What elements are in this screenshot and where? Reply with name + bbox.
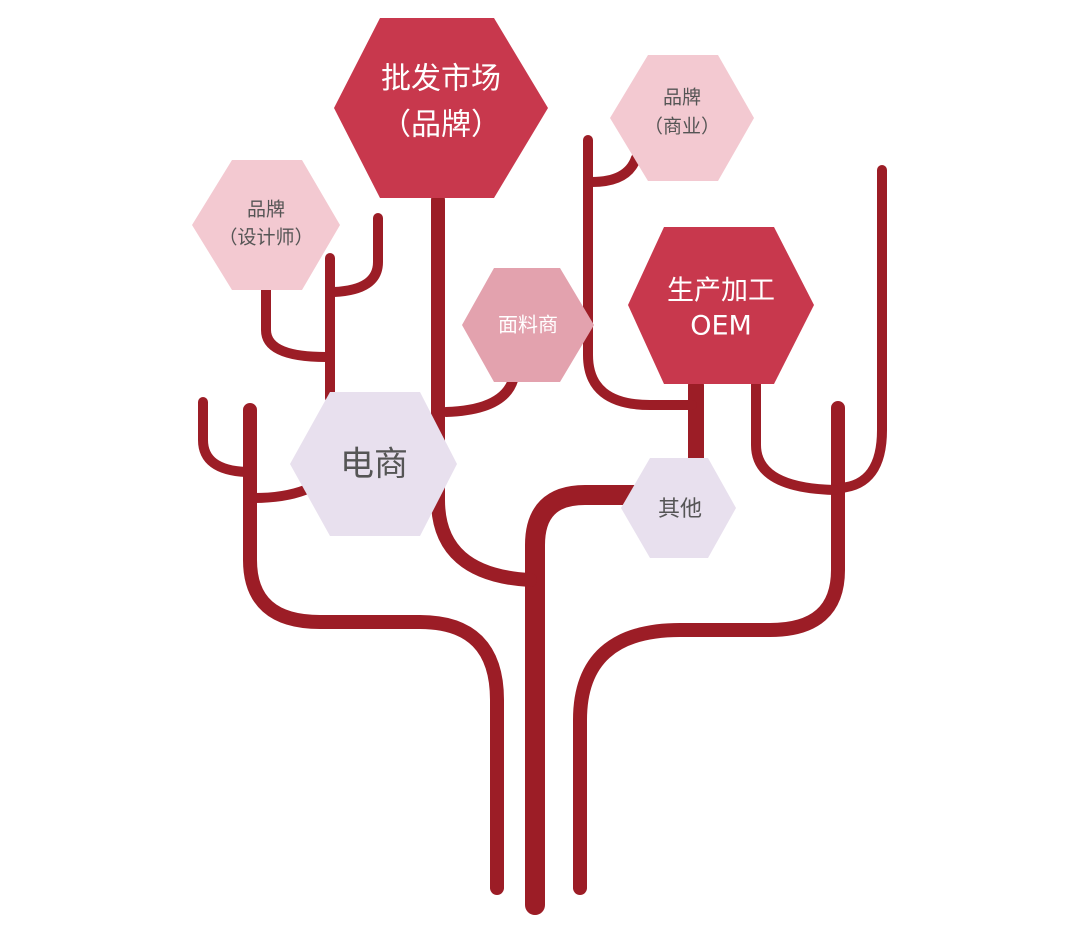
node-wholesale-line2: （品牌） [381, 108, 501, 143]
hexagon-wholesale [334, 18, 548, 198]
branch-left-main [243, 403, 504, 895]
twig-ecommerce [249, 485, 310, 503]
twig-brand-business [587, 153, 641, 187]
hexagon-brand-business [610, 55, 754, 181]
node-fabric-label: 面料商 [498, 313, 558, 337]
node-oem-line1: 生产加工 [667, 276, 775, 307]
node-ecommerce: 电商 [290, 392, 457, 536]
trunk-center [525, 485, 650, 915]
node-wholesale-market: 批发市场 （品牌） [334, 18, 548, 198]
hexagon-other [621, 458, 736, 558]
hexagon-ecommerce [290, 392, 457, 536]
node-brand-designer-line1: 品牌 [247, 199, 285, 221]
node-other: 其他 [621, 458, 736, 558]
hexagon-brand-designer [192, 160, 340, 290]
tree-branches [198, 135, 887, 915]
node-production-oem: 生产加工 OEM [628, 227, 814, 384]
branch-brand-business [583, 135, 697, 410]
node-fabric-supplier: 面料商 [462, 268, 594, 382]
twig-left-outer [198, 397, 251, 477]
branch-wholesale [431, 193, 537, 587]
twig-brand-designer-low [261, 280, 331, 362]
node-brand-business: 品牌 （商业） [610, 55, 754, 181]
node-ecommerce-label: 电商 [340, 445, 408, 485]
node-brand-designer-line2: （设计师） [218, 227, 313, 249]
node-brand-business-line1: 品牌 [663, 87, 701, 109]
node-brand-designer: 品牌 （设计师） [192, 160, 340, 290]
hexagon-oem [628, 227, 814, 384]
twig-right-inner [751, 355, 839, 495]
node-other-label: 其他 [658, 497, 702, 522]
twig-brand-designer-right [329, 213, 383, 297]
node-brand-business-line2: （商业） [644, 116, 720, 138]
node-wholesale-line1: 批发市场 [381, 62, 501, 97]
branch-right-main [573, 401, 845, 895]
twig-right-outer [835, 165, 887, 493]
node-oem-line2: OEM [690, 311, 752, 342]
hexagon-fabric [462, 268, 594, 382]
